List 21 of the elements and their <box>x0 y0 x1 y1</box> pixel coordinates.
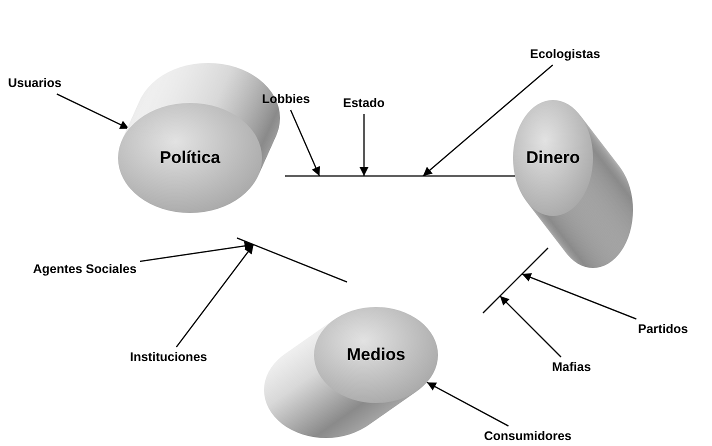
text-label: Ecologistas <box>530 47 600 62</box>
text-label: Usuarios <box>8 76 62 91</box>
text-label: Mafias <box>552 360 591 375</box>
text-label: Lobbies <box>262 92 310 107</box>
text-label: Consumidores <box>484 429 572 444</box>
text-label: Partidos <box>638 322 688 337</box>
node-label: Medios <box>346 345 406 365</box>
text-label: Estado <box>343 96 385 111</box>
arrow <box>290 110 320 176</box>
node-label: Dinero <box>526 148 580 168</box>
arrow <box>522 273 637 320</box>
text-label: Instituciones <box>130 350 208 365</box>
arrow <box>56 93 130 130</box>
arrow <box>422 64 554 176</box>
arrow <box>360 114 368 176</box>
arrow <box>426 382 509 427</box>
node-label: Política <box>160 148 220 168</box>
arrow <box>176 244 254 348</box>
arrow <box>140 241 254 262</box>
text-label: Agentes Sociales <box>33 262 137 277</box>
arrow <box>500 296 562 358</box>
